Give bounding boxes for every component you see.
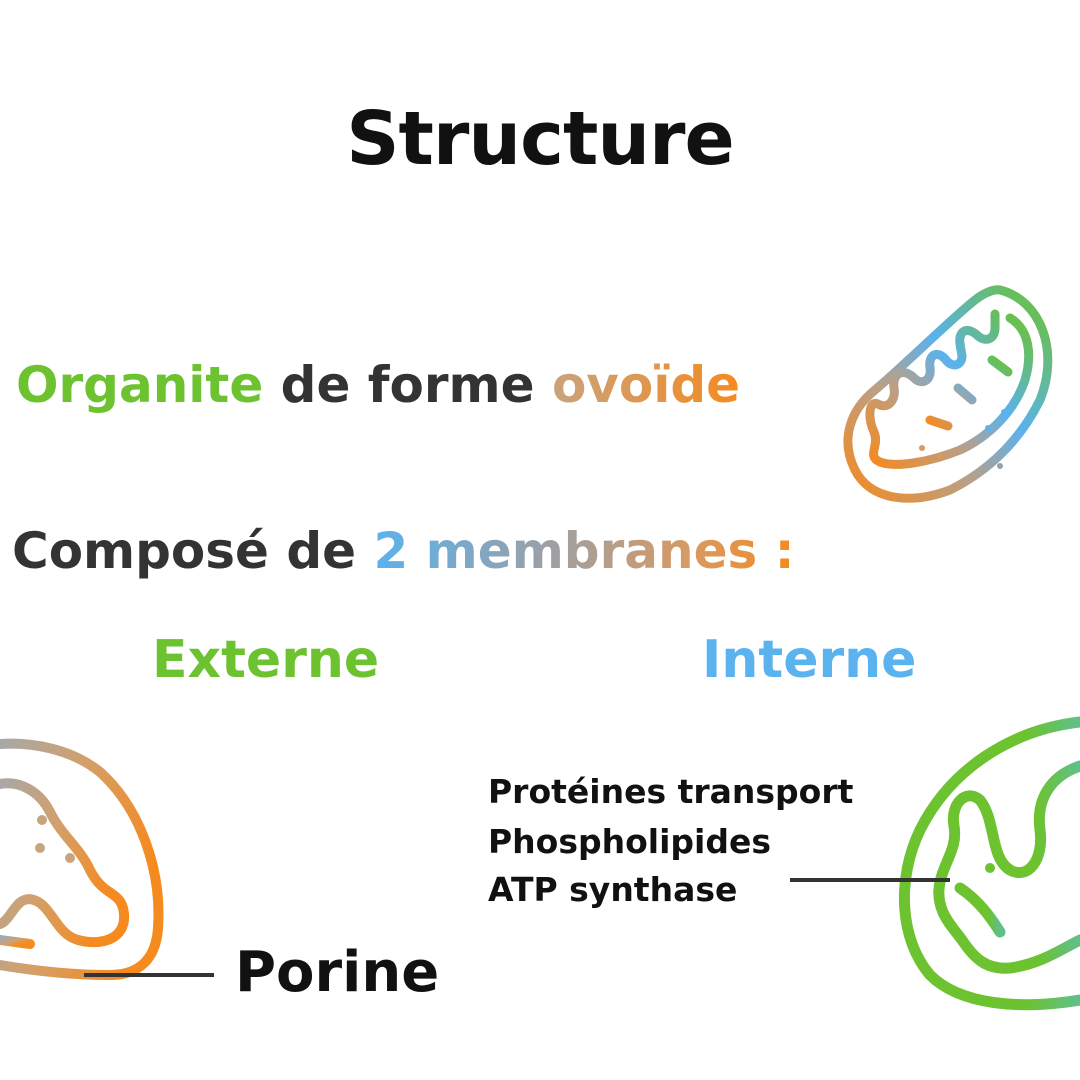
mitochondrion-icon (843, 285, 1053, 503)
shape-phrase: de forme (263, 356, 552, 414)
interne-item-phospholipides: Phospholipides (488, 822, 771, 861)
porine-label: Porine (235, 940, 440, 1005)
interne-heading: Interne (702, 630, 917, 690)
mitochondrion-inner-icon (898, 716, 1080, 1011)
compose-phrase: Composé de (12, 522, 374, 580)
interne-item-proteines: Protéines transport (488, 772, 854, 811)
organite-word: Organite (16, 356, 264, 414)
mitochondrion-outer-icon (0, 738, 164, 980)
interne-item-atp-synthase: ATP synthase (488, 870, 738, 909)
ovoide-word: ovoïde (551, 356, 741, 414)
page-title: Structure (346, 96, 734, 182)
externe-heading: Externe (152, 630, 380, 690)
membrane-description: Composé de 2 membranes : (12, 522, 795, 580)
membrane-count: 2 membranes : (373, 522, 795, 580)
shape-description: Organite de forme ovoïde (16, 356, 740, 414)
